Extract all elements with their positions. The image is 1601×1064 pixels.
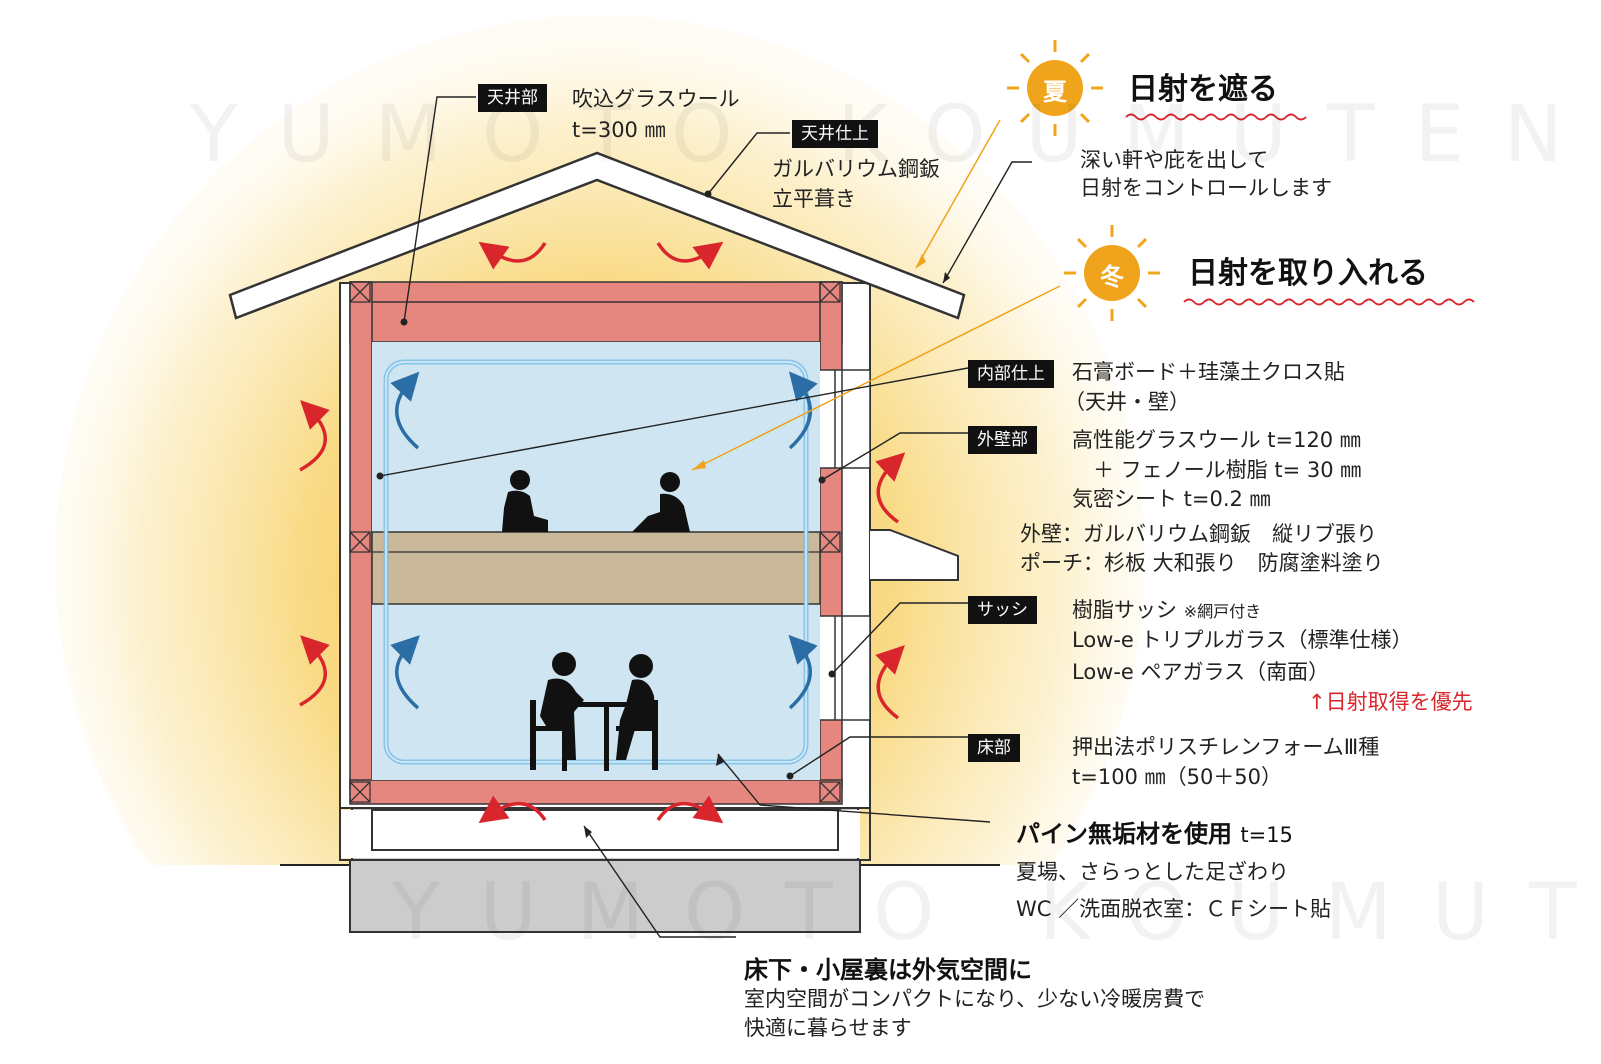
pine-line-2: WC ／洗面脱衣室：ＣＦシート貼 xyxy=(1016,897,1332,921)
winter-label-char: 冬 xyxy=(1100,263,1124,291)
winter-sun-icon xyxy=(1064,225,1160,321)
pine-title-main: パイン無垢材を使用 xyxy=(1016,820,1232,848)
crawl-space xyxy=(371,809,839,851)
interior-line-1: 石膏ボード＋珪藻土クロス貼 xyxy=(1072,360,1345,384)
wall-line-1: 高性能グラスウール t=120 ㎜ xyxy=(1072,428,1361,452)
floor-slab xyxy=(371,531,821,605)
warm-air-arrows xyxy=(299,241,906,824)
summer-desc-2: 日射をコントロールします xyxy=(1080,176,1332,200)
sash-tag: サッシ xyxy=(968,596,1037,624)
pine-title: パイン無垢材を使用 t=15 xyxy=(1016,814,1293,849)
summer-desc-1: 深い軒や庇を出して xyxy=(1080,148,1269,172)
wall-line-3: 気密シート t=0.2 ㎜ xyxy=(1072,487,1271,511)
pine-title-suffix: t=15 xyxy=(1240,823,1293,847)
sash-line-1: 樹脂サッシ ※網戸付き xyxy=(1072,596,1261,626)
roof-line-2: 立平葺き xyxy=(772,187,856,211)
sash-line-1-main: 樹脂サッシ xyxy=(1072,598,1177,622)
porch-canopy xyxy=(870,529,959,581)
sash-line-3: Low-e ペアガラス（南面） xyxy=(1072,660,1330,684)
under-line-2: 快適に暮らせます xyxy=(744,1016,912,1040)
summer-sun-icon xyxy=(1007,40,1103,136)
winter-wavy-underline xyxy=(1183,298,1475,306)
sash-line-1-note: ※網戸付き xyxy=(1183,602,1262,621)
sash-note: ↑日射取得を優先 xyxy=(1308,690,1473,714)
people-dining-silhouette xyxy=(530,652,658,771)
wall-tag: 外壁部 xyxy=(968,426,1037,454)
under-title: 床下・小屋裏は外気空間に xyxy=(744,956,1032,984)
floor-tag: 床部 xyxy=(968,734,1020,762)
floor-line-2: t=100 ㎜（50＋50） xyxy=(1072,765,1283,789)
lower-room xyxy=(372,604,820,780)
insulation xyxy=(349,281,843,805)
summer-title: 日射を遮る xyxy=(1128,72,1278,107)
people-reading-silhouette xyxy=(502,470,690,532)
exterior-line-1: 外壁：ガルバリウム鋼鈑 縦リブ張り xyxy=(1020,522,1377,546)
interior-line-2: （天井・壁） xyxy=(1064,390,1190,414)
under-line-1: 室内空間がコンパクトになり、少ない冷暖房費で xyxy=(744,987,1206,1011)
sash-line-2: Low-e トリプルガラス（標準仕様） xyxy=(1072,628,1413,652)
interior-tag: 内部仕上 xyxy=(968,360,1054,388)
exterior-line-2: ポーチ：杉板 大和張り 防腐塗料塗り xyxy=(1020,551,1384,575)
pine-line-1: 夏場、さらっとした足ざわり xyxy=(1016,860,1289,884)
watermark-bottom: YUMOTO KOUMUTEN xyxy=(392,868,1601,958)
winter-title: 日射を取り入れる xyxy=(1188,256,1428,291)
cool-air-arrows xyxy=(390,371,818,710)
roof xyxy=(228,151,966,320)
ceiling-tag: 天井部 xyxy=(478,84,547,112)
wall-line-2: ＋ フェノール樹脂 t= 30 ㎜ xyxy=(1072,458,1362,482)
ceiling-line-1: 吹込グラスウール xyxy=(572,87,740,111)
roof-tag: 天井仕上 xyxy=(792,120,878,148)
summer-wavy-underline xyxy=(1125,113,1307,121)
leader-lines xyxy=(379,96,1032,938)
summer-label-char: 夏 xyxy=(1043,78,1067,106)
frame-posts xyxy=(349,281,841,803)
roof-line-1: ガルバリウム鋼鈑 xyxy=(772,157,940,181)
floor-line-1: 押出法ポリスチレンフォームⅢ種 xyxy=(1072,735,1380,759)
ceiling-line-2: t=300 ㎜ xyxy=(572,118,666,142)
sun-rays xyxy=(691,119,1061,471)
